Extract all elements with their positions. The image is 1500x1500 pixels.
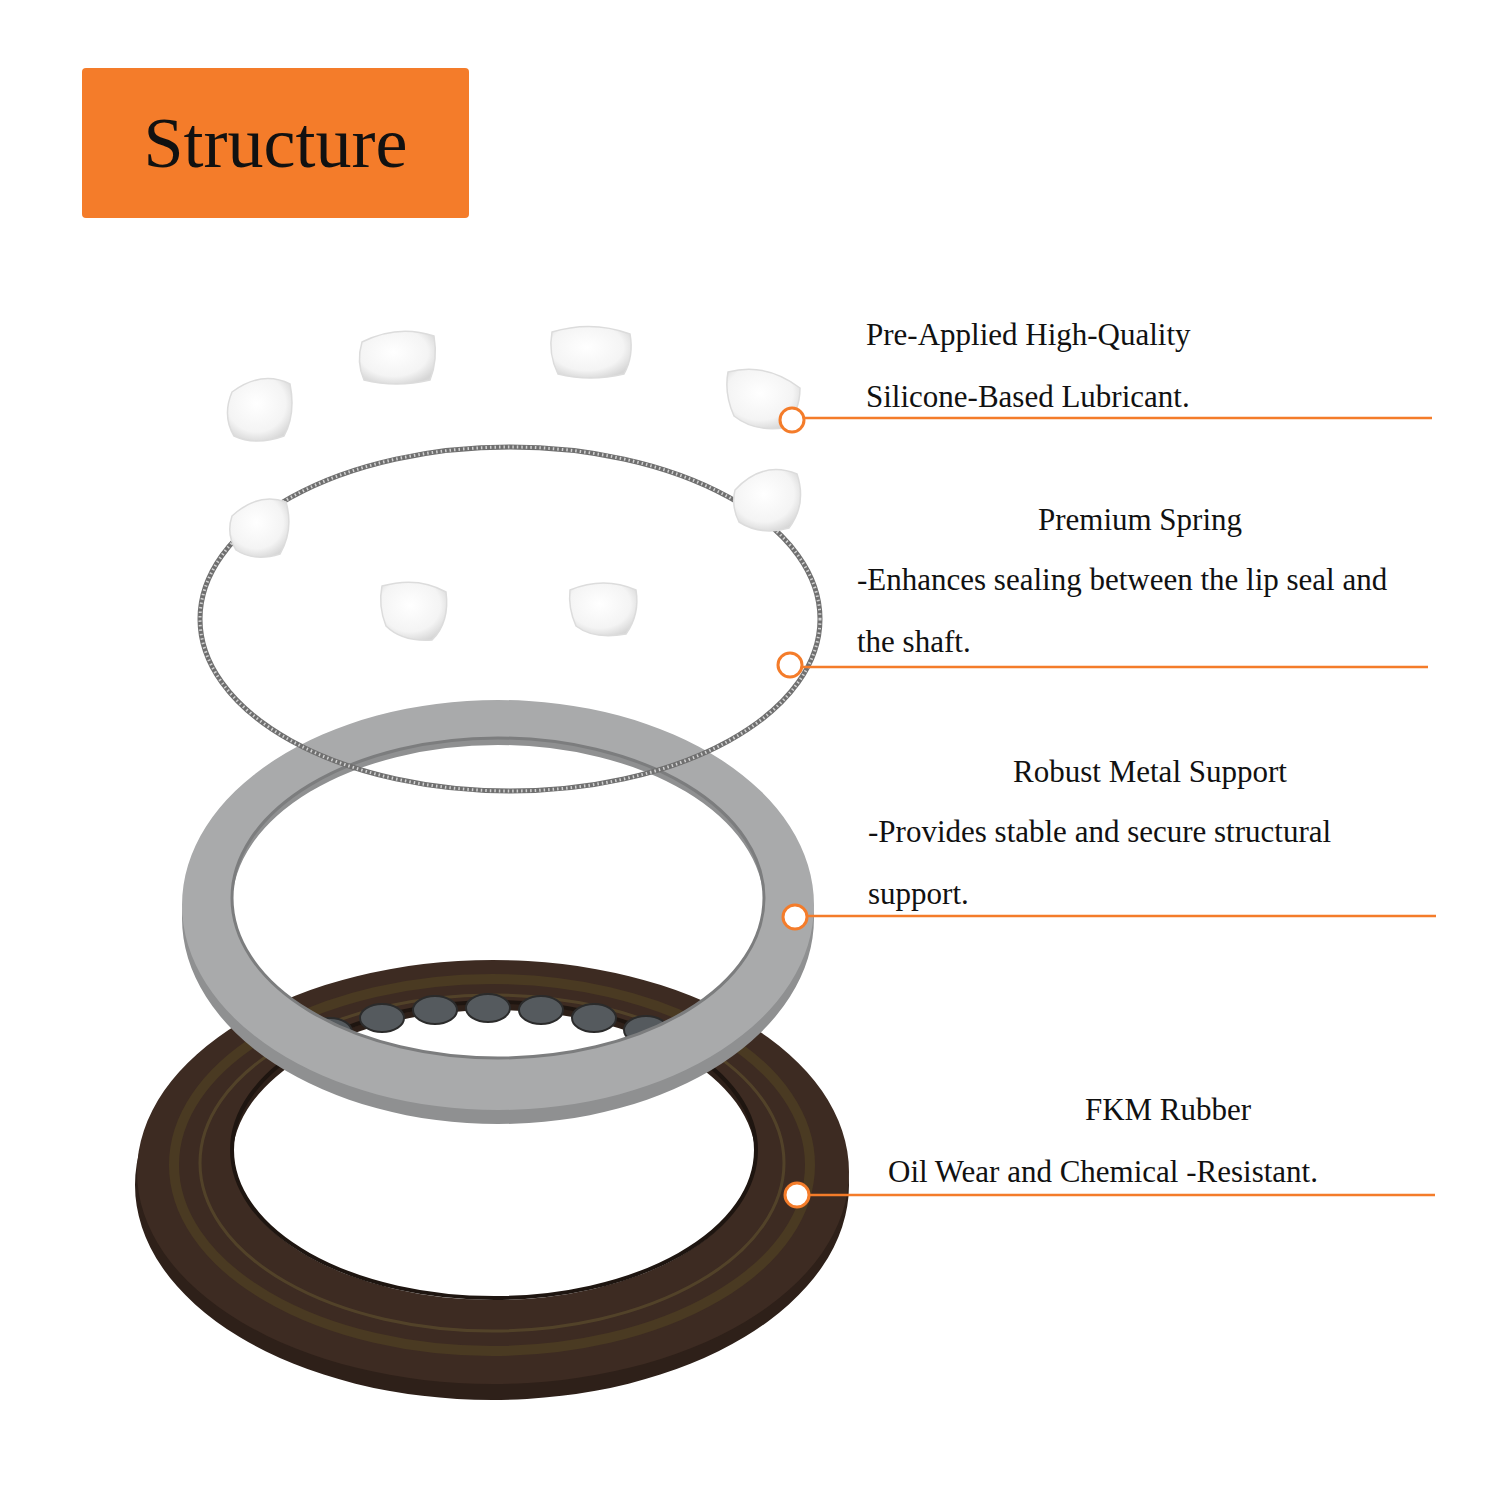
callout-text: Pre-Applied High-Quality Silicone-Based … [866, 304, 1306, 428]
garter-spring [200, 447, 820, 791]
callout-text: -Enhances sealing between the lip seal a… [857, 549, 1422, 673]
callout-heading: FKM Rubber [918, 1079, 1418, 1141]
leader-lines [778, 408, 1436, 1207]
lubricant-dabs [227, 326, 800, 640]
title-text: Structure [144, 102, 408, 185]
title-box: Structure [82, 68, 469, 218]
metal-support [182, 700, 814, 1124]
callout-text: -Provides stable and secure structural s… [868, 801, 1438, 925]
callout-text: Oil Wear and Chemical -Resistant. [888, 1141, 1468, 1203]
callout-heading: Premium Spring [880, 489, 1400, 551]
callout-heading: Robust Metal Support [870, 741, 1430, 803]
